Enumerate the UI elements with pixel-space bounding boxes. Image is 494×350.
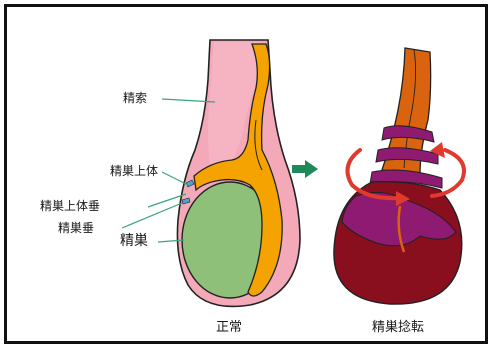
normal-testis-illustration [177, 40, 300, 306]
torsion-illustration [334, 48, 462, 304]
label-appendix-epididymis: 精巣上体垂 [40, 200, 100, 212]
caption-normal: 正常 [216, 316, 242, 335]
caption-torsion: 精巣捻転 [372, 316, 424, 335]
label-testis: 精巣 [120, 234, 148, 248]
label-appendix-testis: 精巣垂 [58, 222, 94, 234]
label-spermatic-cord: 精索 [123, 92, 147, 104]
right-arrow-icon [292, 160, 318, 178]
label-epididymis: 精巣上体 [110, 165, 158, 177]
